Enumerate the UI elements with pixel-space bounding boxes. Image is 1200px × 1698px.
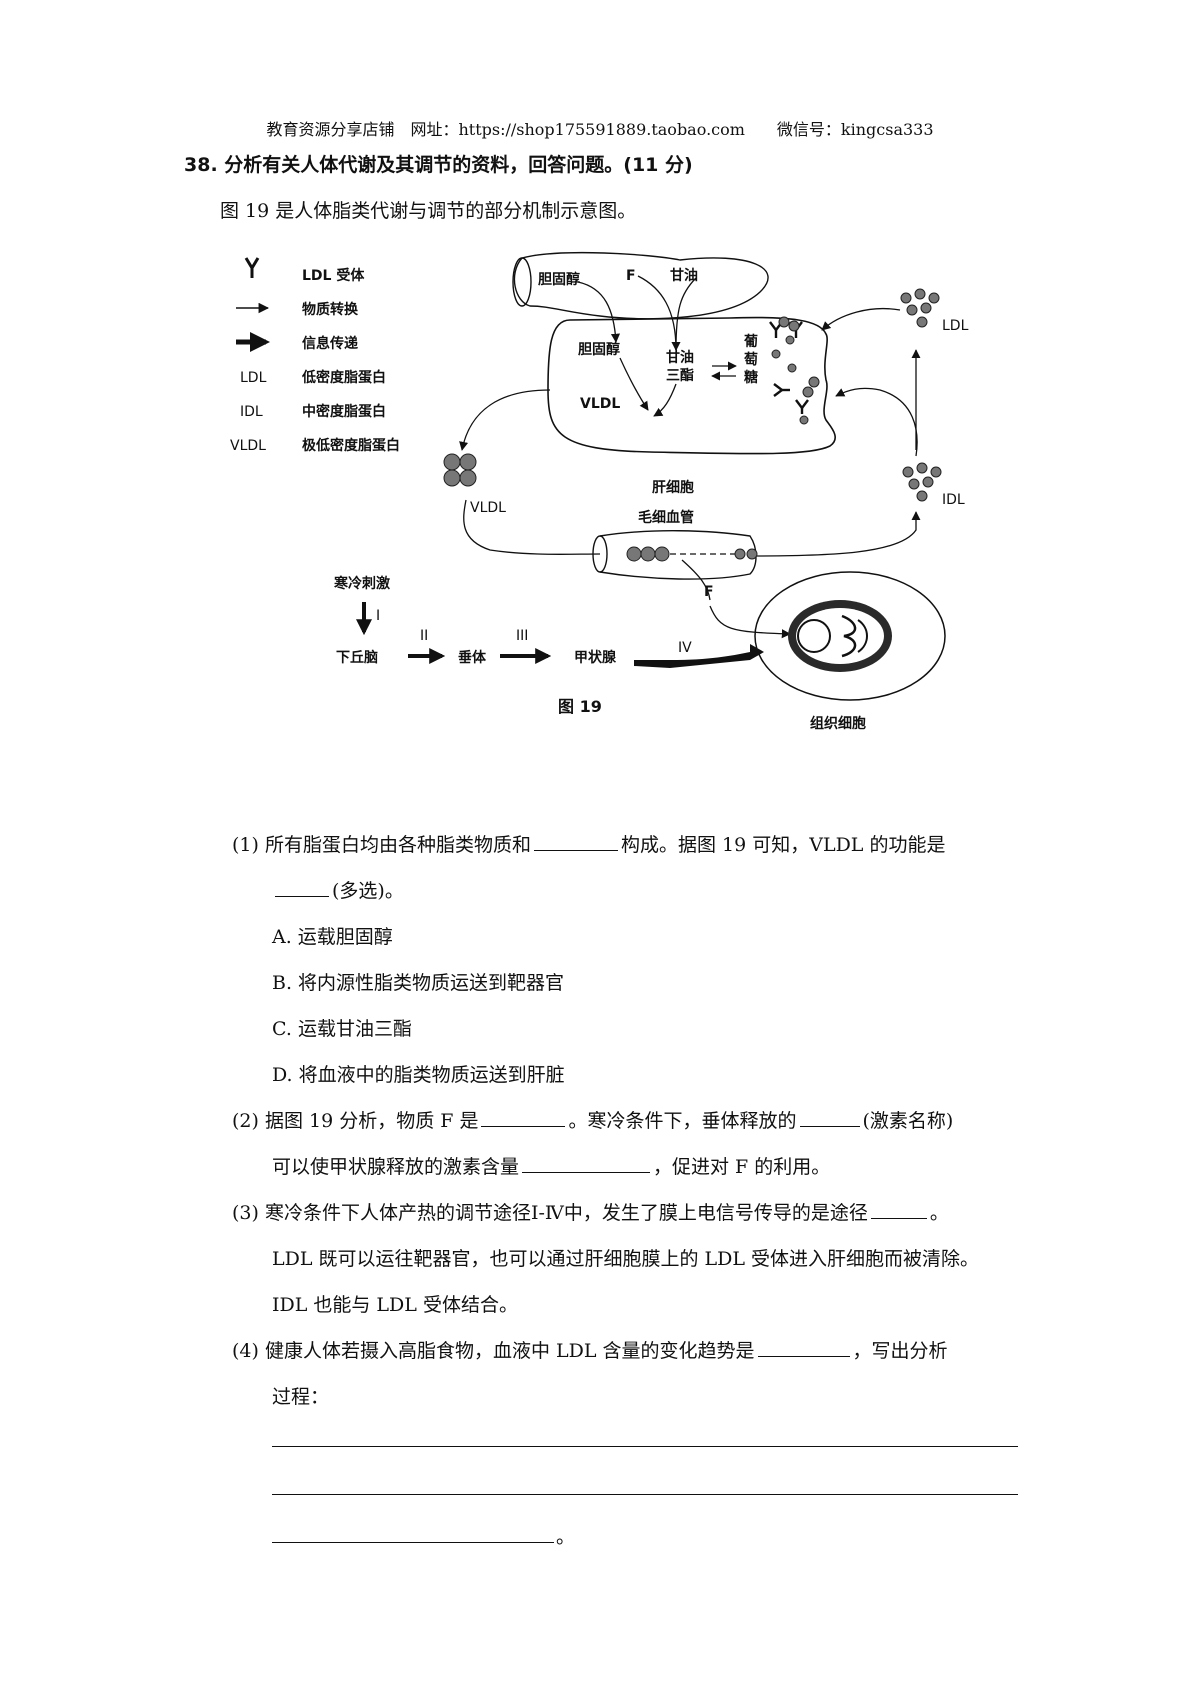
lipoprotein-particles bbox=[443, 288, 942, 502]
capillary bbox=[592, 530, 758, 580]
label-liver-cell: 肝细胞 bbox=[652, 479, 694, 496]
liver-cell bbox=[547, 316, 836, 455]
label-idl: IDL bbox=[942, 492, 965, 508]
receptor-icon bbox=[244, 257, 260, 278]
q2-line1: (2) 据图 19 分析，物质 F 是。寒冷条件下，垂体释放的(激素名称) bbox=[232, 1106, 953, 1133]
q1-line1: (1) 所有脂蛋白均由各种脂类物质和构成。据图 19 可知，VLDL 的功能是 bbox=[232, 830, 945, 857]
label-glucose-1: 葡 bbox=[743, 333, 758, 350]
label-pituitary: 垂体 bbox=[458, 649, 487, 666]
q4-answer-line-3[interactable] bbox=[272, 1542, 554, 1543]
tissue-cell bbox=[754, 571, 946, 701]
label-triglyceride-1: 甘油 bbox=[666, 349, 694, 366]
legend-idl-text: 中密度脂蛋白 bbox=[302, 403, 386, 420]
legend-idl-abbr: IDL bbox=[240, 404, 263, 420]
legend-ldl-text: 低密度脂蛋白 bbox=[301, 369, 386, 386]
page-header: 教育资源分享店铺 网址：https://shop175591889.taobao… bbox=[266, 120, 934, 139]
label-cholesterol-inner: 胆固醇 bbox=[578, 341, 620, 358]
q1-blank-1[interactable] bbox=[533, 831, 618, 851]
legend-ldl-receptor: LDL 受体 bbox=[302, 267, 365, 284]
blood-vessel-top bbox=[512, 251, 769, 320]
question-title: 38. 分析有关人体代谢及其调节的资料，回答问题。(11 分) bbox=[184, 154, 693, 176]
q4-end-mark: 。 bbox=[556, 1526, 576, 1548]
figure-caption: 图 19 bbox=[558, 697, 602, 716]
mitochondrion-icon bbox=[788, 600, 892, 672]
q4-line2: 过程： bbox=[272, 1386, 330, 1408]
f-release-arrow bbox=[681, 559, 711, 601]
label-vldl: VLDL bbox=[470, 500, 506, 516]
path-iv-arrow bbox=[634, 644, 764, 668]
label-path-i: I bbox=[376, 608, 380, 624]
q2-line2: 可以使甲状腺释放的激素含量，促进对 F 的利用。 bbox=[272, 1152, 830, 1179]
q4-answer-line-1[interactable] bbox=[272, 1446, 1018, 1447]
label-cold: 寒冷刺激 bbox=[334, 575, 390, 592]
legend-vldl-abbr: VLDL bbox=[230, 438, 266, 454]
q2-blank-2[interactable] bbox=[799, 1107, 860, 1127]
label-tissue-cell: 组织细胞 bbox=[810, 715, 866, 732]
question-intro: 图 19 是人体脂类代谢与调节的部分机制示意图。 bbox=[220, 200, 637, 222]
label-path-iii: III bbox=[516, 628, 528, 644]
label-hypothalamus: 下丘脑 bbox=[336, 649, 378, 666]
q1-option-c: C. 运载甘油三酯 bbox=[272, 1018, 412, 1040]
q1-option-a: A. 运载胆固醇 bbox=[272, 926, 393, 948]
legend-vldl-text: 极低密度脂蛋白 bbox=[302, 437, 400, 454]
q2-blank-1[interactable] bbox=[481, 1107, 566, 1127]
q1-option-d: D. 将血液中的脂类物质运送到肝脏 bbox=[272, 1064, 565, 1086]
q3-line1: (3) 寒冷条件下人体产热的调节途径Ⅰ-Ⅳ中，发生了膜上电信号传导的是途径。 bbox=[232, 1198, 949, 1225]
label-f-top: F bbox=[626, 268, 636, 284]
label-glycerol-top: 甘油 bbox=[670, 267, 698, 284]
q3-line3: IDL 也能与 LDL 受体结合。 bbox=[272, 1294, 518, 1316]
figure-19-diagram: LDL 受体 物质转换 信息传递 LDL 低密度脂蛋白 IDL 中密度脂蛋白 V… bbox=[230, 251, 969, 732]
label-glucose-2: 萄 bbox=[744, 351, 758, 368]
q4-blank-1[interactable] bbox=[757, 1337, 850, 1357]
substance-arrows bbox=[459, 275, 921, 557]
q1-line2: (多选)。 bbox=[272, 876, 404, 903]
f-uptake-arrow bbox=[709, 605, 791, 639]
label-f-bottom: F bbox=[704, 584, 714, 600]
q4-line1: (4) 健康人体若摄入高脂食物，血液中 LDL 含量的变化趋势是，写出分析 bbox=[232, 1336, 948, 1363]
label-cholesterol-top: 胆固醇 bbox=[538, 271, 580, 288]
label-path-ii: II bbox=[420, 628, 428, 644]
label-glucose-3: 糖 bbox=[744, 369, 758, 386]
q2-blank-3[interactable] bbox=[522, 1153, 651, 1173]
label-triglyceride-2: 三酯 bbox=[666, 367, 694, 384]
q1-option-b: B. 将内源性脂类物质运送到靶器官 bbox=[272, 972, 565, 994]
legend: LDL 受体 物质转换 信息传递 LDL 低密度脂蛋白 IDL 中密度脂蛋白 V… bbox=[230, 257, 400, 454]
label-capillary: 毛细血管 bbox=[638, 509, 694, 526]
label-ldl: LDL bbox=[942, 318, 969, 334]
label-path-iv: IV bbox=[678, 640, 692, 656]
q3-line2: LDL 既可以运往靶器官，也可以通过肝细胞膜上的 LDL 受体进入肝细胞而被清除… bbox=[272, 1248, 980, 1270]
legend-ldl-abbr: LDL bbox=[240, 370, 267, 386]
label-vldl-inner: VLDL bbox=[580, 396, 620, 412]
label-thyroid: 甲状腺 bbox=[574, 649, 617, 666]
legend-substance: 物质转换 bbox=[302, 301, 359, 318]
q3-blank-1[interactable] bbox=[870, 1199, 927, 1219]
q1-blank-2[interactable] bbox=[275, 877, 329, 897]
q4-answer-line-2[interactable] bbox=[272, 1494, 1018, 1495]
legend-signal: 信息传递 bbox=[302, 335, 358, 352]
